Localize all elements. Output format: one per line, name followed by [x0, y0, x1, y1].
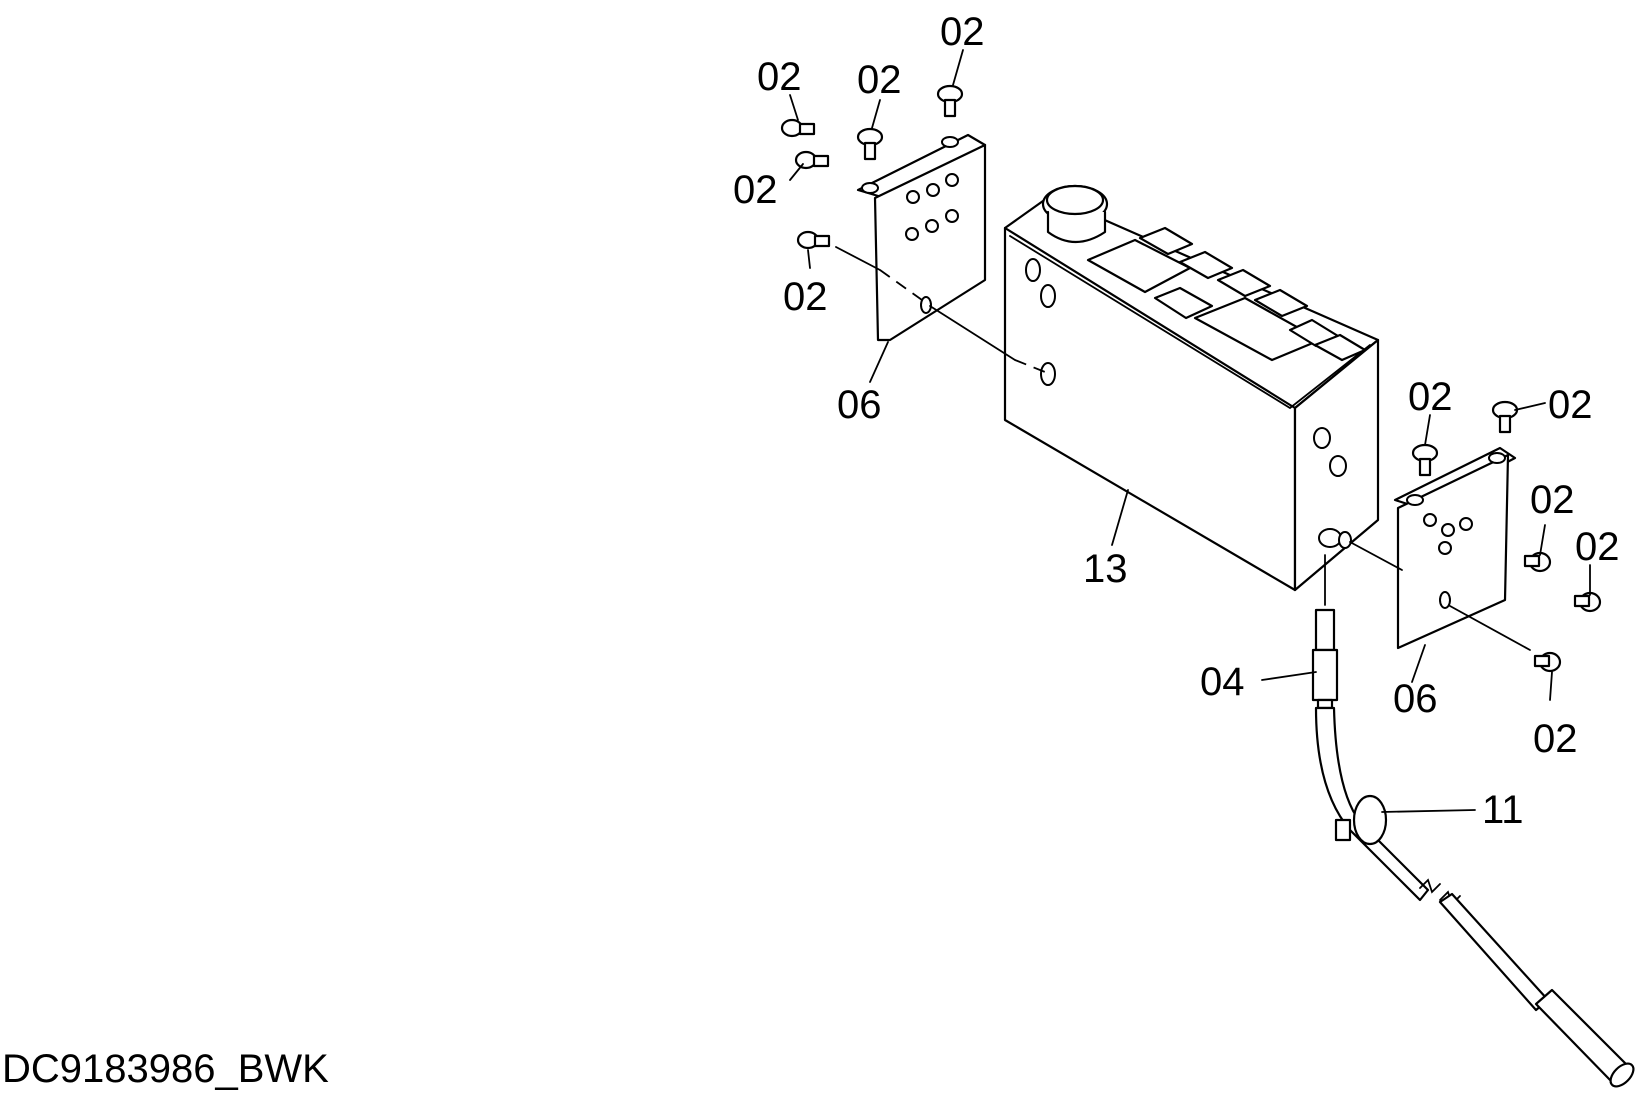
leader-lines [789, 49, 1591, 813]
label-sensor: 04 [1200, 660, 1245, 704]
screw-icon [1523, 551, 1552, 573]
label-screw-right-top-1: 02 [1408, 375, 1453, 419]
control-unit-body [1003, 184, 1380, 592]
cable-clamp-icon [1334, 794, 1388, 846]
label-screw-right-top-2: 02 [1548, 383, 1593, 427]
screw-icon [936, 84, 964, 118]
label-screw-left-lower: 02 [733, 168, 778, 212]
screw-icon [1573, 591, 1602, 613]
callout-labels: 02 02 02 02 02 06 13 02 02 02 02 06 02 0… [733, 10, 1620, 832]
label-screw-right-side-2: 02 [1575, 525, 1620, 569]
label-unit-body: 13 [1083, 547, 1128, 591]
label-bracket-left: 06 [837, 383, 882, 427]
sensor-and-cable [1311, 554, 1635, 1088]
screw-icon [1533, 651, 1562, 673]
label-screw-top-left-2: 02 [857, 58, 902, 102]
screw-icon [780, 118, 816, 138]
label-screw-left-side: 02 [783, 275, 828, 319]
label-screw-top-left-1: 02 [757, 55, 802, 99]
right-bracket [1349, 446, 1531, 651]
screw-icon [796, 230, 831, 250]
document-id: DC9183986_BWK [2, 1047, 329, 1091]
screw-icon [1491, 400, 1519, 434]
screw-icon [1411, 443, 1439, 477]
screws [780, 84, 1602, 673]
label-screw-right-side-1: 02 [1530, 478, 1575, 522]
label-screw-right-bottom: 02 [1533, 717, 1578, 761]
label-screw-top-left-3: 02 [940, 10, 985, 54]
screw-icon [794, 150, 830, 170]
left-bracket [835, 133, 1046, 373]
label-bracket-right: 06 [1393, 677, 1438, 721]
label-cable-clamp: 11 [1482, 788, 1524, 832]
screw-icon [856, 127, 884, 161]
